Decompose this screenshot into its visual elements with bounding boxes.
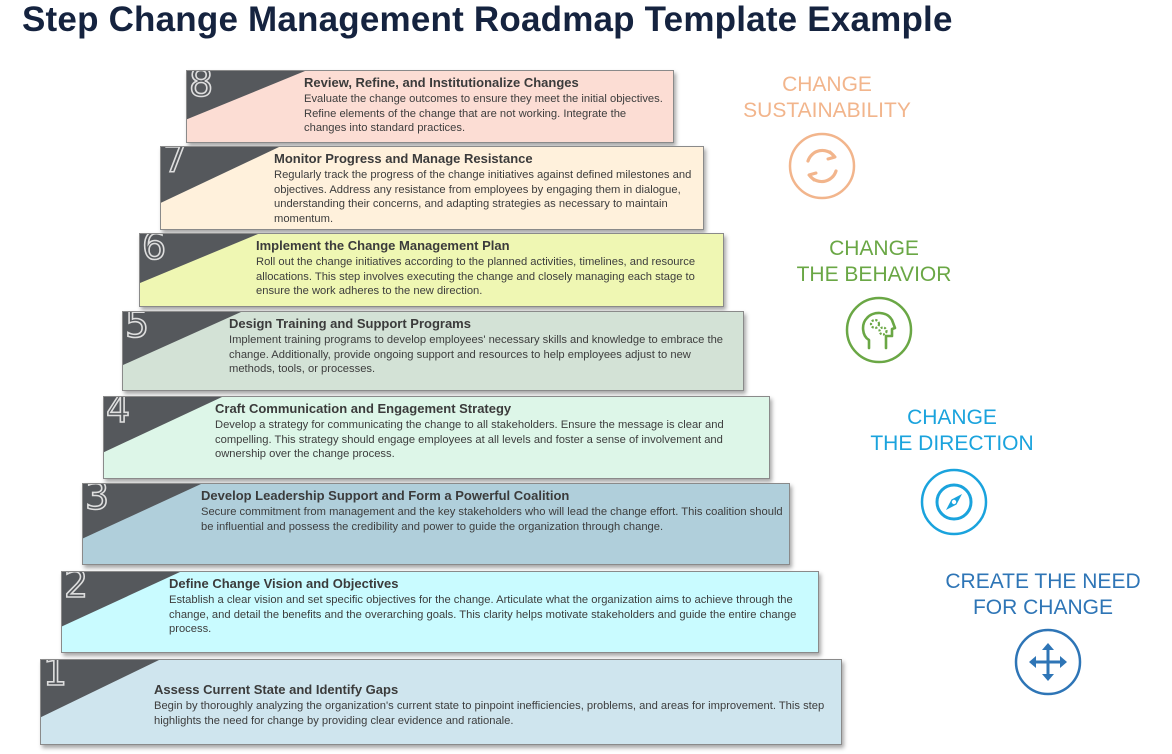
step-description: Secure commitment from management and th… (201, 506, 783, 533)
step-band (140, 234, 723, 306)
step-description: Develop a strategy for communicating the… (215, 419, 724, 461)
step-number: 1 (42, 659, 68, 694)
step-description: Regularly track the progress of the chan… (274, 169, 692, 225)
phase-label-line: CREATE THE NEED (945, 570, 1141, 593)
step-heading: Review, Refine, and Institutionalize Cha… (304, 75, 579, 90)
step-number: 8 (188, 70, 214, 105)
step-number: 3 (84, 483, 110, 518)
step-7: 7 Monitor Progress and Manage Resistance… (160, 146, 704, 230)
step-band (123, 312, 743, 390)
step-heading: Implement the Change Management Plan (256, 238, 510, 253)
step-band (62, 572, 818, 652)
step-band (83, 484, 789, 564)
step-number: 2 (63, 571, 89, 606)
step-heading: Design Training and Support Programs (229, 316, 471, 331)
step-3: 3 Develop Leadership Support and Form a … (82, 483, 790, 565)
step-heading: Craft Communication and Engagement Strat… (215, 401, 512, 416)
step-2: 2 Define Change Vision and Objectives Es… (61, 571, 819, 653)
phase-label-sustainability: CHANGE SUSTAINABILITY (727, 72, 927, 124)
phase-label-direction: CHANGE THE DIRECTION (852, 405, 1052, 457)
step-description: Evaluate the change outcomes to ensure t… (304, 93, 663, 135)
step-description: Roll out the change initiatives accordin… (256, 256, 696, 298)
step-band (104, 397, 769, 478)
step-heading: Monitor Progress and Manage Resistance (274, 151, 533, 166)
step-description: Begin by thoroughly analyzing the organi… (154, 700, 825, 727)
step-4: 4 Craft Communication and Engagement Str… (103, 396, 770, 479)
head-gears-icon (845, 296, 913, 364)
step-description: Implement training programs to develop e… (229, 334, 724, 376)
expand-arrows-icon (1014, 628, 1082, 696)
phase-label-behavior: CHANGE THE BEHAVIOR (774, 236, 974, 288)
step-6: 6 Implement the Change Management Plan R… (139, 233, 724, 307)
step-heading: Develop Leadership Support and Form a Po… (201, 488, 570, 503)
step-number: 7 (162, 146, 188, 181)
phase-label-line: CHANGE (829, 237, 919, 260)
step-heading: Assess Current State and Identify Gaps (154, 682, 399, 697)
phase-label-line: CHANGE (782, 73, 872, 96)
step-band (161, 147, 703, 229)
step-heading: Define Change Vision and Objectives (169, 576, 399, 591)
page-title: Step Change Management Roadmap Template … (22, 0, 953, 39)
step-number: 6 (141, 233, 167, 268)
phase-label-need: CREATE THE NEED FOR CHANGE (943, 569, 1143, 621)
step-number: 5 (124, 311, 150, 346)
compass-icon (920, 468, 988, 536)
step-5: 5 Design Training and Support Programs I… (122, 311, 744, 391)
step-8: 8 Review, Refine, and Institutionalize C… (186, 70, 674, 143)
phase-label-line: FOR CHANGE (972, 596, 1113, 619)
step-number: 4 (105, 396, 131, 431)
step-description: Establish a clear vision and set specifi… (169, 594, 797, 636)
step-1: 1 Assess Current State and Identify Gaps… (40, 659, 842, 745)
cycle-arrows-icon (788, 132, 856, 200)
phase-label-line: SUSTAINABILITY (743, 99, 911, 122)
step-band (41, 660, 841, 744)
phase-label-line: CHANGE (907, 406, 997, 429)
phase-label-line: THE BEHAVIOR (796, 263, 952, 286)
phase-label-line: THE DIRECTION (870, 432, 1034, 455)
